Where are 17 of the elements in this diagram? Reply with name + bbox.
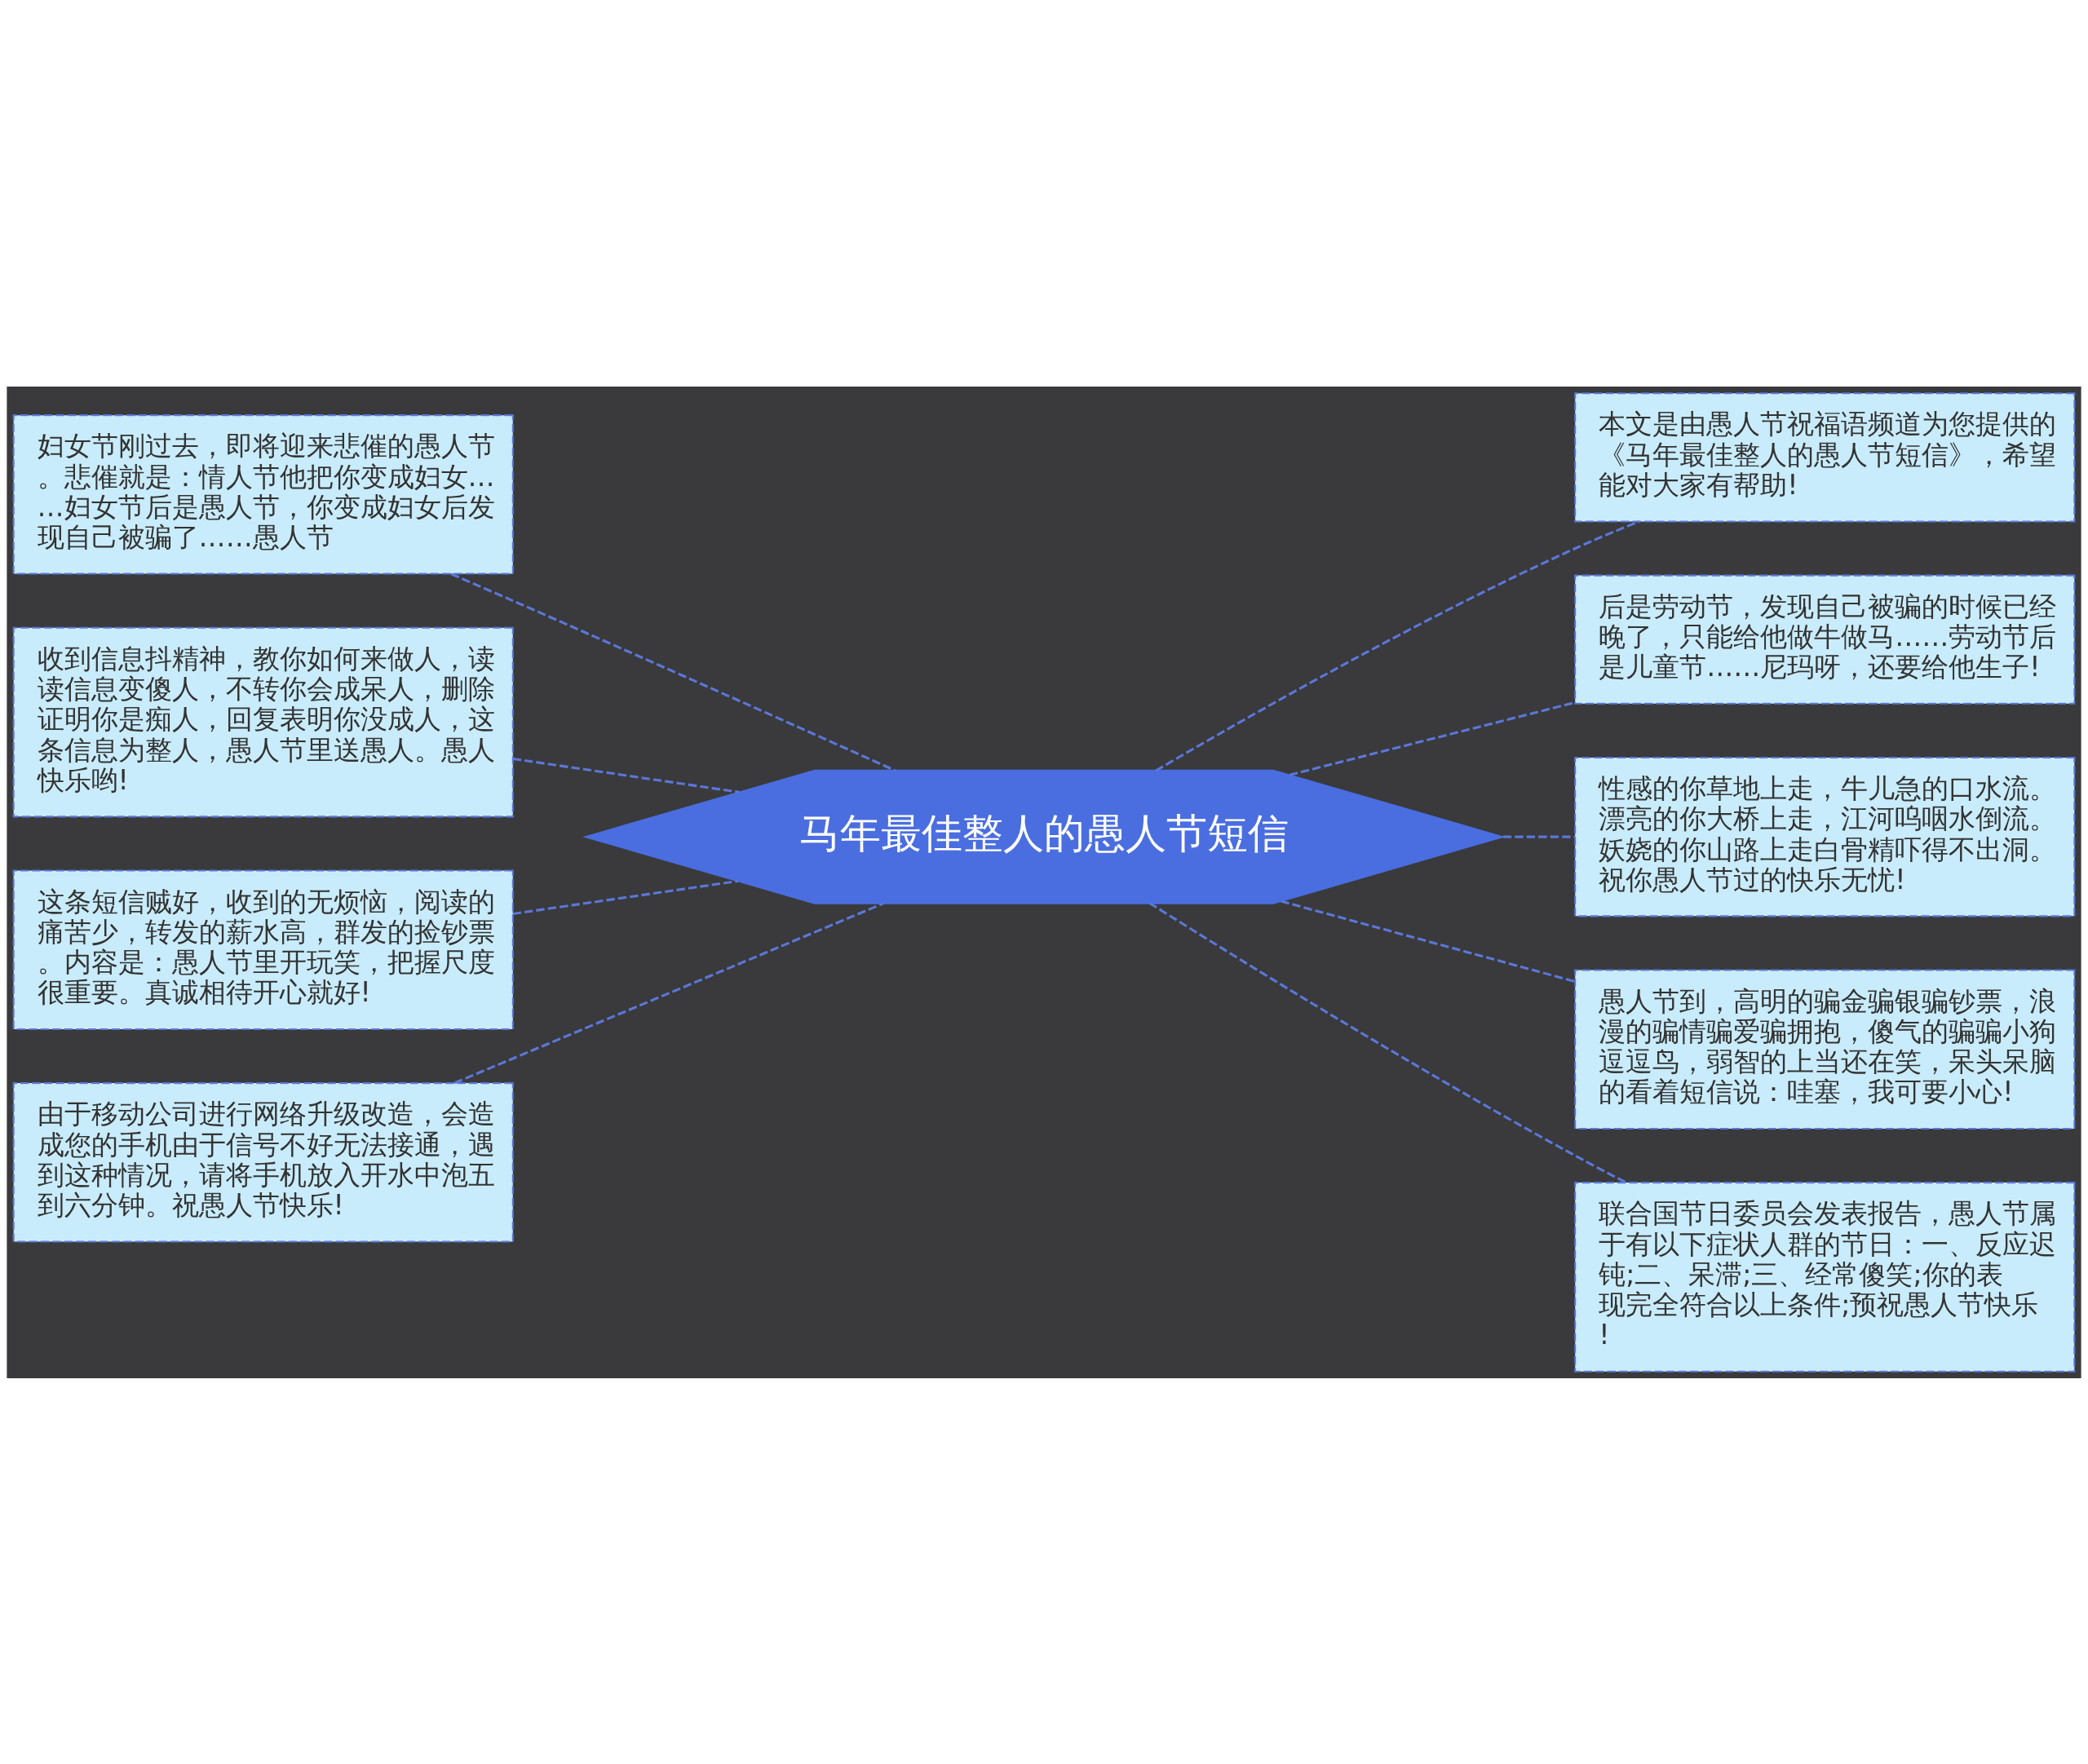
connector [453, 901, 885, 1084]
connector [1155, 519, 1640, 771]
connector [450, 572, 896, 771]
node-box: 联合国节日委员会发表报告，愚人节属于有以下症状人群的节日：一、反应迟钝;二、呆滞;三、经常傻笑;你的表现完全符合以上条件;预祝愚人节快乐! [1574, 1181, 2076, 1373]
node-box: 由于移动公司进行网络升级改造，会造成您的手机由于信号不好无法接通，遇到这种情况，请将手机放入开水中泡五到六分钟。祝愚人节快乐! [12, 1081, 514, 1243]
connector [1281, 900, 1576, 983]
node-box: 愚人节到，高明的骗金骗银骗钞票，浪漫的骗情骗爱骗拥抱，傻气的骗骗小狗逗逗鸟，弱智的上当还在笑，呆头呆脑的看着短信说：哇塞，我可要小心! [1574, 969, 2076, 1130]
node-box: 本文是由愚人节祝福语频道为您提供的《马年最佳整人的愚人节短信》，希望能对大家有帮助! [1574, 391, 2076, 522]
node-box: 妇女节刚过去，即将迎来悲催的愚人节。悲催就是：情人节他把你变成妇女……妇女节后是愚人节，你变成妇女后发现自己被骗了……愚人节 [12, 413, 514, 575]
connector [512, 757, 740, 794]
node-box: 性感的你草地上走，牛儿急的口水流。漂亮的你大桥上走，江河呜咽水倒流。妖娆的你山路上走白骨精吓得不出洞。祝你愚人节过的快乐无忧! [1574, 756, 2076, 917]
connector [1148, 901, 1627, 1183]
node-box: 后是劳动节，发现自己被骗的时候已经晚了，只能给他做牛做马……劳动节后是儿童节……尼玛呀，还要给他生子! [1574, 574, 2076, 705]
node-box: 收到信息抖精神，教你如何来做人，读读信息变傻人，不转你会成呆人，删除证明你是痴人，回复表明你没成人，这条信息为整人，愚人节里送愚人。愚人快乐哟! [12, 626, 514, 817]
connector [1502, 835, 1575, 838]
connector [512, 879, 739, 915]
node-box: 这条短信贼好，收到的无烦恼，阅读的痛苦少，转发的薪水高，群发的捡钞票。内容是：愚人节里开玩笑，把握尺度很重要。真诚相待开心就好! [12, 869, 514, 1030]
